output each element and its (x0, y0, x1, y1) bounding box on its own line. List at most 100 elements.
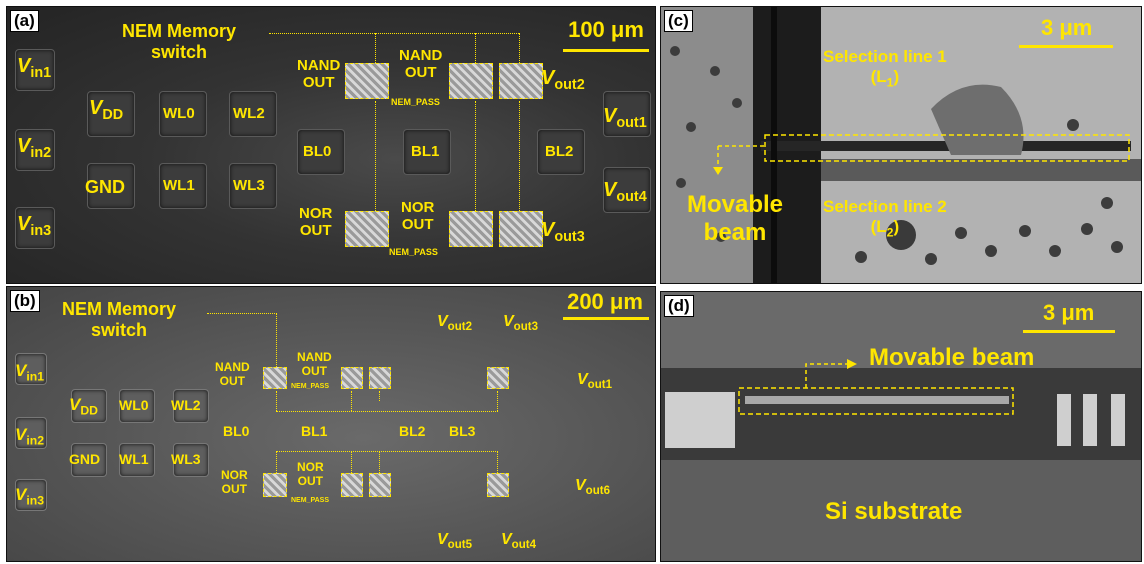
vin1-label: Vin1 (17, 55, 52, 81)
nem-switch-nand (263, 367, 287, 389)
pad (229, 91, 277, 137)
wl3-label: WL3 (233, 177, 265, 194)
leader-line (276, 391, 277, 411)
selection-line-1-label: Selection line 1(L1) (823, 47, 947, 89)
leader-line (276, 451, 498, 452)
bl0-label: BL0 (223, 423, 250, 439)
pad (87, 163, 135, 209)
bl1-label: BL1 (411, 143, 440, 160)
nem-pass-label: NEM_PASS (291, 383, 329, 390)
gnd-label: GND (85, 177, 125, 197)
leader-line (276, 451, 277, 473)
scale-label: 3 μm (1043, 300, 1095, 325)
pad (603, 167, 651, 213)
vout2-label: Vout2 (541, 67, 585, 93)
pad (119, 389, 155, 423)
wl0-label: WL0 (119, 397, 149, 413)
bl3-label: BL3 (449, 423, 476, 439)
bl1-label: BL1 (301, 423, 328, 439)
pad (15, 129, 55, 171)
wl1-label: WL1 (163, 177, 195, 194)
pad (173, 389, 209, 423)
nem-switch-nor (345, 211, 389, 247)
leader-line (375, 33, 376, 69)
nem-pass-switch (449, 211, 493, 247)
bl2-label: BL2 (399, 423, 426, 439)
leader-line (375, 101, 376, 213)
leader-line (497, 391, 498, 411)
pad (159, 163, 207, 209)
scale-label: 200 μm (567, 289, 643, 314)
wl1-label: WL1 (119, 451, 149, 467)
selection-line-2-label: Selection line 2(L2) (823, 197, 947, 239)
leader-line (351, 451, 352, 473)
leader-line (475, 101, 476, 213)
vin3-label: Vin3 (17, 213, 52, 239)
bl2-label: BL2 (545, 143, 574, 160)
vout4-label: Vout4 (501, 531, 536, 552)
si-substrate-label: Si substrate (825, 498, 963, 525)
vout6-label: Vout6 (575, 477, 610, 498)
leader-line (379, 451, 380, 473)
panel-d-tag: (d) (664, 295, 694, 317)
vout4-label: Vout4 (603, 179, 647, 205)
vout3-label: Vout3 (541, 219, 585, 245)
panel-c-sem-image: (c) 3 μm Selection line 1(L1) Selection … (660, 6, 1142, 284)
vout1-label: Vout1 (603, 105, 647, 131)
nem-pass-label: NEM_PASS (391, 97, 440, 107)
nem-pass-switch (499, 211, 543, 247)
pad (173, 443, 209, 477)
beam-topview-graphic (661, 7, 1141, 283)
vin2-label: Vin2 (17, 135, 52, 161)
panel-d-sem-image: (d) 3 μm Movable beam Si substrate (660, 291, 1142, 562)
leader-line (207, 313, 277, 314)
pad (537, 129, 585, 175)
scale-label: 100 μm (568, 17, 644, 42)
vin2-label: Vin2 (15, 425, 45, 448)
wl0-label: WL0 (163, 105, 195, 122)
vin3-label: Vin3 (15, 485, 45, 508)
leader-line (276, 313, 277, 377)
nem-pass-switch (499, 63, 543, 99)
vout2-label: Vout2 (437, 313, 472, 334)
vout5-label: Vout5 (437, 531, 472, 552)
scale-label: 3 μm (1041, 15, 1093, 40)
panel-b-tag: (b) (10, 290, 40, 312)
pad (603, 91, 651, 137)
leader-line (519, 33, 520, 69)
vout1-label: Vout1 (577, 371, 612, 392)
wl2-label: WL2 (171, 397, 201, 413)
scale-bar (563, 317, 649, 320)
leader-line (497, 451, 498, 473)
pad (159, 91, 207, 137)
nem-switch-nor (263, 473, 287, 497)
panel-a-tag: (a) (10, 10, 39, 32)
leader-line (269, 33, 519, 34)
pad (71, 389, 107, 423)
movable-beam-label: Movable beam (869, 344, 1035, 371)
nem-pass-label: NEM_PASS (291, 497, 329, 504)
pad (15, 207, 55, 249)
nem-pass-switch (369, 473, 391, 497)
leader-line (276, 411, 498, 412)
pad (229, 163, 277, 209)
nem-pass-switch (449, 63, 493, 99)
leader-line (351, 391, 352, 411)
panel-c-tag: (c) (664, 10, 693, 32)
vin1-label: Vin1 (15, 361, 45, 384)
pad (15, 479, 47, 511)
vdd-label: VDD (69, 395, 99, 418)
